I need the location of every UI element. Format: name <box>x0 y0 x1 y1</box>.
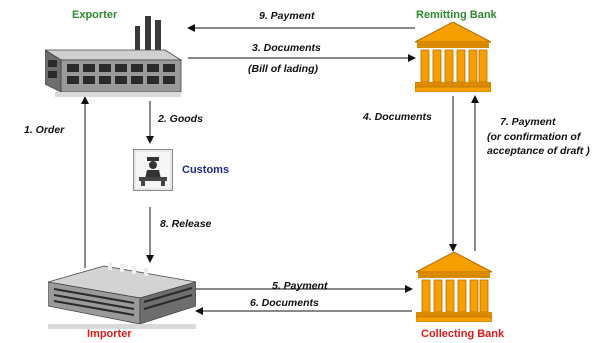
step-3-label: 3. Documents <box>252 42 321 54</box>
exporter-label: Exporter <box>72 9 118 21</box>
step-7-note-line-2: acceptance of draft ) <box>487 145 590 157</box>
step-5-label: 5. Payment <box>272 280 328 292</box>
factory-icon <box>45 16 183 97</box>
customs-label: Customs <box>182 164 230 176</box>
step-7-note-line-1: (or confirmation of <box>487 131 581 143</box>
customs-officer-icon <box>133 149 173 191</box>
step-2-label: 2. Goods <box>158 113 203 125</box>
step-6-label: 6. Documents <box>250 297 319 309</box>
remitting-bank-label: Remitting Bank <box>416 9 497 21</box>
warehouse-icon <box>48 262 196 329</box>
step-8-label: 8. Release <box>160 218 212 230</box>
bank-icon <box>415 22 491 92</box>
step-9-label: 9. Payment <box>259 10 315 22</box>
bank-icon <box>416 252 492 322</box>
importer-label: Importer <box>87 328 132 340</box>
step-4-label: 4. Documents <box>363 111 432 123</box>
step-3-note: (Bill of lading) <box>248 63 318 75</box>
step-7-label: 7. Payment <box>500 116 556 128</box>
collecting-bank-label: Collecting Bank <box>421 328 505 340</box>
step-1-label: 1. Order <box>24 124 65 136</box>
